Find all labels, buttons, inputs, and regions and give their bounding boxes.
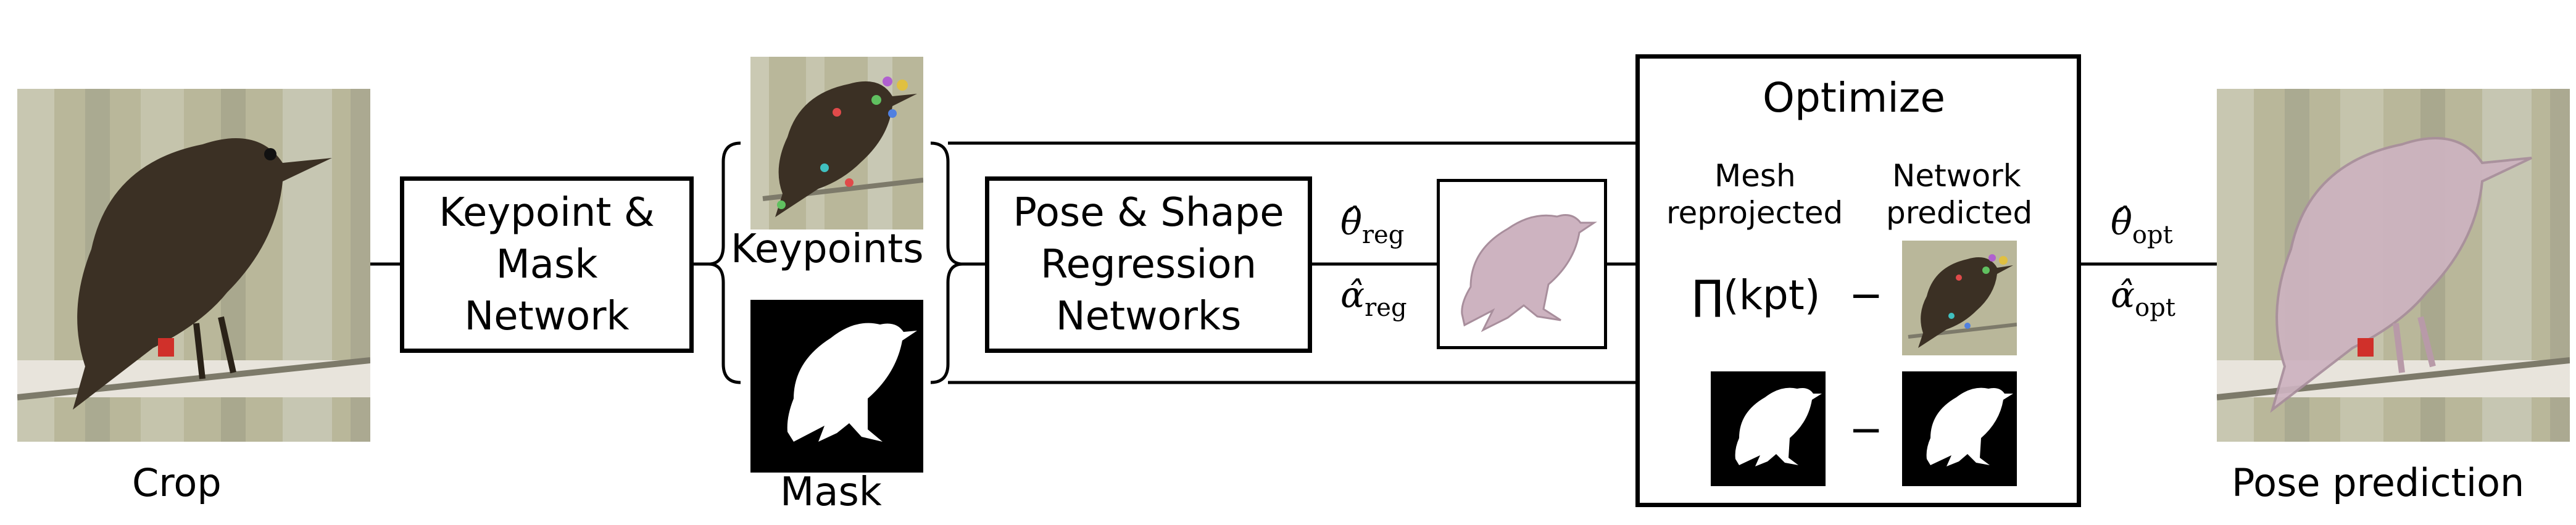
reprojected-mask-image [1711, 371, 1826, 486]
network-predicted-line-2: predicted [1886, 195, 2033, 231]
keypoint-mask-network-line-3: Network [464, 294, 629, 339]
alpha-opt-sub: opt [2135, 294, 2175, 322]
keypoint-minus-sign: − [1849, 271, 1884, 319]
crop-label: Crop [132, 460, 222, 505]
pose-shape-regression-line-2: Regression [1040, 242, 1257, 287]
theta-opt-sub: opt [2132, 221, 2173, 249]
keypoints-image [750, 57, 923, 229]
pose-shape-regression-line-1: Pose & Shape [1013, 190, 1284, 236]
network-predicted-line-1: Network [1892, 158, 2021, 194]
mesh-thumbnail-frame [1437, 179, 1607, 349]
keypoint-mask-network-line-1: Keypoint & [439, 190, 655, 236]
theta-opt-glyph: θ̂ [2111, 201, 2132, 243]
optimize-title: Optimize [1763, 74, 1945, 122]
mesh-reprojected-line-2: reprojected [1666, 195, 1843, 231]
pose-shape-regression-line-3: Networks [1055, 294, 1242, 339]
predicted-keypoints-image [1902, 241, 2017, 355]
theta-reg-glyph: θ̂ [1340, 201, 1362, 243]
mask-image [750, 300, 923, 473]
mask-minus-sign: − [1849, 406, 1884, 453]
alpha-reg-glyph: α̂ [1340, 274, 1365, 316]
keypoint-mask-network-box: Keypoint & Mask Network [400, 176, 694, 353]
mask-label: Mask [780, 469, 882, 515]
theta-opt-symbol: θ̂opt [2111, 201, 2173, 249]
theta-reg-symbol: θ̂reg [1340, 201, 1404, 249]
alpha-opt-glyph: α̂ [2111, 274, 2135, 316]
pose-prediction-image [2217, 89, 2570, 442]
pose-shape-regression-box: Pose & Shape Regression Networks [985, 176, 1312, 353]
alpha-reg-sub: reg [1365, 294, 1407, 322]
crop-image [17, 89, 370, 442]
mesh-thumbnail [1461, 214, 1597, 333]
keypoint-mask-network-line-2: Mask [496, 242, 598, 287]
keypoints-label: Keypoints [731, 226, 924, 272]
pose-prediction-label: Pose prediction [2232, 460, 2525, 505]
alpha-opt-symbol: α̂opt [2111, 274, 2175, 322]
theta-reg-sub: reg [1361, 221, 1405, 249]
projected-keypoints-term: ∏(kpt) [1692, 271, 1821, 319]
alpha-reg-symbol: α̂reg [1340, 274, 1407, 322]
mesh-reprojected-line-1: Mesh [1714, 158, 1796, 194]
predicted-mask-image [1902, 371, 2017, 486]
